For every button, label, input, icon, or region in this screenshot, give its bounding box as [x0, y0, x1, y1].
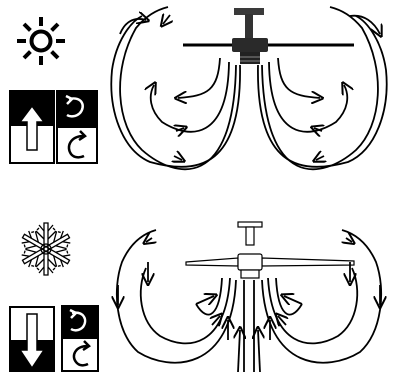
sun-icon [17, 17, 65, 65]
airflow-arrow [146, 238, 152, 242]
ceiling-fan-top [183, 8, 354, 64]
ceiling-fan-bottom [186, 222, 354, 278]
airflow-arrow [316, 156, 324, 160]
airflow-arrow [174, 156, 182, 160]
airflow-arrow [196, 296, 214, 304]
airflow-arrow [284, 296, 302, 304]
airflow-arrows-bottom [117, 230, 381, 372]
summer-panel [10, 7, 387, 169]
airflow-arrow [276, 278, 302, 315]
winter-panel [10, 222, 381, 372]
airflow-arrow [262, 7, 378, 169]
airflow-arrowhead [163, 15, 170, 24]
airflow-arrow [278, 58, 320, 98]
airflow-down-switch [10, 307, 54, 371]
airflow-arrow [178, 58, 220, 98]
airflow-arrow [196, 278, 222, 315]
snowflake-icon [18, 223, 73, 275]
airflow-arrow [120, 7, 236, 169]
rotation-counterclockwise-clockwise-icon [62, 306, 98, 371]
airflow-arrow [350, 16, 380, 34]
rotation-counterclockwise-clockwise-icon [57, 91, 97, 163]
airflow-arrow [238, 330, 240, 372]
airflow-up-switch [10, 91, 54, 163]
airflow-arrow [346, 238, 352, 242]
airflow-arrow [258, 330, 260, 372]
